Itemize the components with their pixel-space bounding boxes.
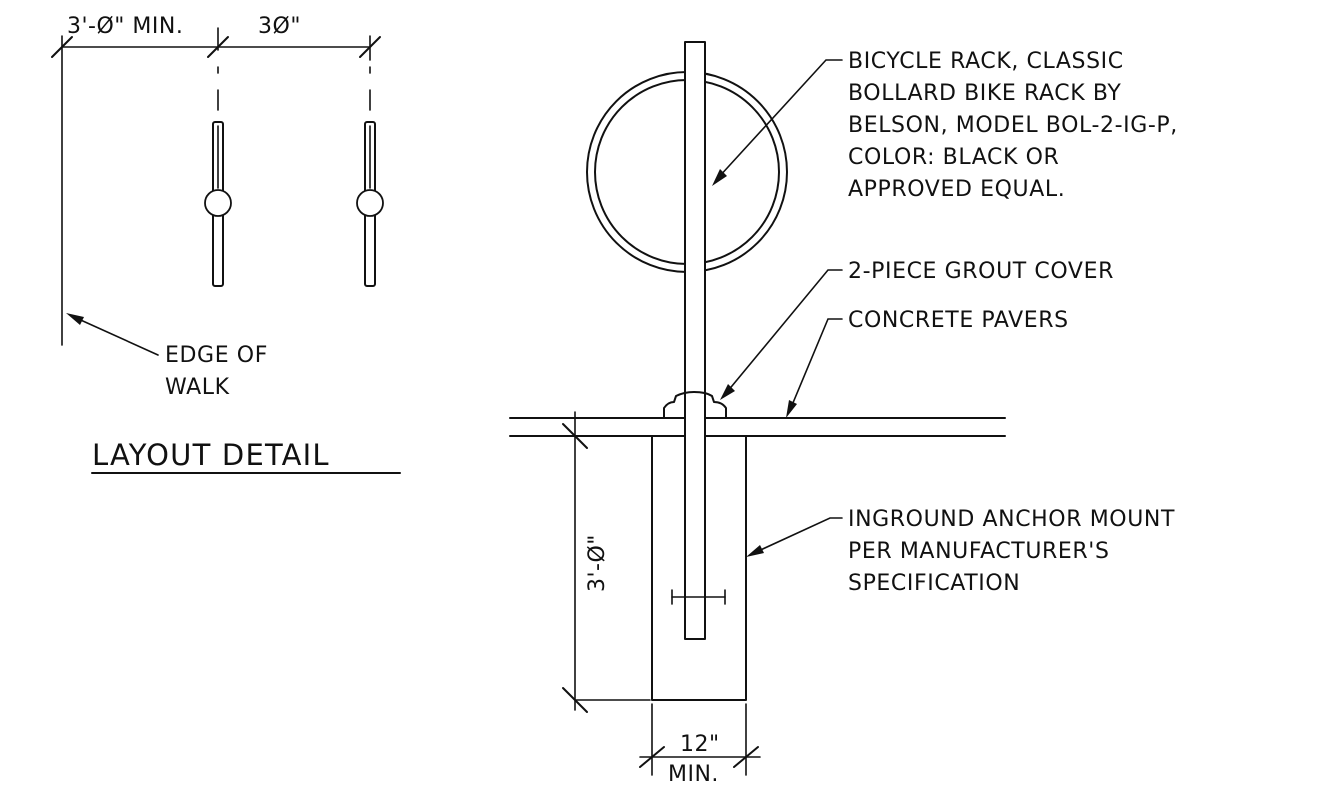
anchor-note: INGROUND ANCHOR MOUNT PER MANUFACTURER'S… — [848, 507, 1175, 596]
edge-leader-line — [73, 316, 159, 356]
anchor-note-line2: PER MANUFACTURER'S — [848, 539, 1110, 564]
edge-of-walk-label-line2: WALK — [165, 375, 230, 400]
rack-note-line3: BELSON, MODEL BOL-2-IG-P, — [848, 113, 1178, 138]
grout-cover — [663, 391, 727, 419]
width-dimension-label: 12" — [680, 732, 720, 757]
rack-note-line4: COLOR: BLACK OR — [848, 145, 1059, 170]
leader-arrowhead — [746, 545, 764, 557]
rack-note-line2: BOLLARD BIKE RACK BY — [848, 81, 1121, 106]
width-dimension-min-label: MIN. — [668, 762, 719, 787]
rack-note: BICYCLE RACK, CLASSIC BOLLARD BIKE RACK … — [848, 49, 1178, 202]
rack-leader-line — [717, 59, 843, 179]
anchor-leader-line — [753, 517, 843, 554]
leader-arrowhead — [66, 313, 84, 325]
dimension-spacing-label: 3Ø" — [258, 14, 301, 39]
dimension-tick — [562, 423, 588, 449]
grout-leader-line — [726, 269, 843, 393]
leader-arrowhead — [786, 400, 797, 418]
section-detail: 3'-Ø" 12" MIN. BICYCLE RACK, CLASSIC BOL… — [509, 41, 1178, 787]
rack-note-line5: APPROVED EQUAL. — [848, 177, 1065, 202]
bollard-post — [684, 41, 706, 640]
concrete-pavers-note: CONCRETE PAVERS — [848, 308, 1069, 333]
edge-of-walk-label-line1: EDGE OF — [165, 343, 268, 368]
dimension-tick — [562, 687, 588, 713]
layout-detail: 3'-Ø" MIN. 3Ø" EDGE OF WALK LAYOUT DETAI… — [51, 14, 401, 474]
pavers-leader-line — [789, 318, 843, 411]
bollard-plan-2 — [356, 121, 384, 287]
leader-arrowhead — [712, 169, 727, 186]
bollard-plan-1 — [204, 121, 232, 287]
anchor-note-line3: SPECIFICATION — [848, 571, 1020, 596]
grout-cover-note: 2-PIECE GROUT COVER — [848, 259, 1114, 284]
rack-note-line1: BICYCLE RACK, CLASSIC — [848, 49, 1124, 74]
dimension-min-label: 3'-Ø" MIN. — [67, 14, 183, 39]
depth-dimension-label: 3'-Ø" — [585, 534, 610, 592]
dimension-tick — [639, 746, 665, 768]
dimension-tick — [207, 36, 229, 58]
concrete-footing — [651, 435, 747, 701]
layout-detail-title: LAYOUT DETAIL — [92, 438, 330, 472]
dimension-tick — [733, 746, 759, 768]
anchor-note-line1: INGROUND ANCHOR MOUNT — [848, 507, 1175, 532]
leader-arrowhead — [720, 384, 735, 400]
dimension-tick — [359, 36, 381, 58]
dimension-tick — [51, 36, 73, 58]
